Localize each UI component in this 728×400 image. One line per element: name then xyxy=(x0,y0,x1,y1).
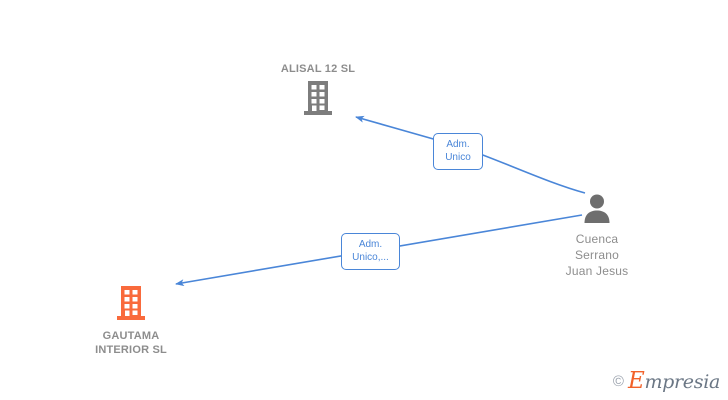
copyright-icon: © xyxy=(612,372,624,390)
building-icon xyxy=(238,80,398,121)
brand-rest: mpresia xyxy=(644,371,720,393)
node-label-alisal: ALISAL 12 SL xyxy=(280,63,356,75)
node-gautama-interior-sl[interactable]: GAUTAMA INTERIOR SL xyxy=(51,285,211,357)
brand-initial: E xyxy=(627,368,645,394)
edge-label-adm-unico-gautama[interactable]: Adm. Unico,... xyxy=(341,233,400,270)
empresia-watermark: © Empresia xyxy=(613,368,720,394)
person-icon xyxy=(517,193,677,228)
node-cuenca-serrano-juan-jesus[interactable]: Cuenca Serrano Juan Jesus xyxy=(517,193,677,279)
node-label-person: Cuenca Serrano Juan Jesus xyxy=(565,232,629,278)
brand-name: Empresia xyxy=(628,368,720,394)
building-icon xyxy=(51,285,211,326)
node-label-gautama: GAUTAMA INTERIOR SL xyxy=(95,330,167,356)
edge-label-adm-unico-alisal[interactable]: Adm. Unico xyxy=(433,133,483,170)
node-alisal-12-sl[interactable]: ALISAL 12 SL xyxy=(238,62,398,121)
